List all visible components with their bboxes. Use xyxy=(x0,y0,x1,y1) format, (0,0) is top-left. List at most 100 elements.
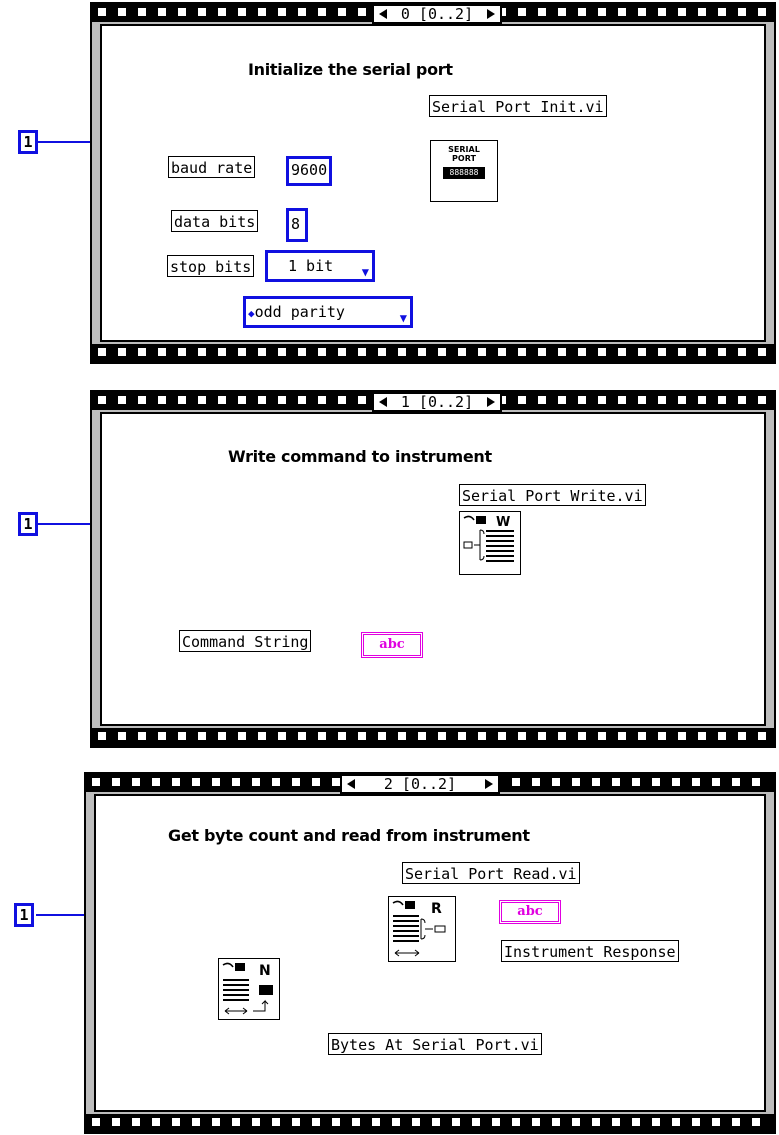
film-hole xyxy=(172,778,180,786)
film-hole xyxy=(278,8,286,16)
film-hole xyxy=(632,1118,640,1126)
film-hole xyxy=(272,1118,280,1126)
film-hole xyxy=(472,1118,480,1126)
serial-port-write-vi[interactable]: W xyxy=(459,511,521,575)
film-hole xyxy=(498,396,506,404)
film-hole xyxy=(98,396,106,404)
film-hole xyxy=(298,396,306,404)
increment-arrow-icon[interactable] xyxy=(483,778,495,790)
numeric-constant[interactable]: 1 xyxy=(18,512,38,536)
film-hole xyxy=(678,348,686,356)
film-hole xyxy=(112,778,120,786)
film-hole xyxy=(198,732,206,740)
film-hole xyxy=(598,8,606,16)
film-hole xyxy=(398,348,406,356)
dropdown-arrow-icon: ▼ xyxy=(399,311,407,325)
film-hole xyxy=(178,732,186,740)
film-hole xyxy=(652,778,660,786)
bytes-vi-icon: N xyxy=(222,962,273,1015)
film-hole xyxy=(338,732,346,740)
sequence-frame-1[interactable]: 1 [0..2] xyxy=(90,390,776,748)
film-hole xyxy=(338,8,346,16)
film-hole xyxy=(758,396,766,404)
command-string-constant[interactable]: abc xyxy=(361,632,423,658)
film-hole xyxy=(478,348,486,356)
frame-selector-label: 1 [0..2] xyxy=(400,393,474,411)
frame-title: Initialize the serial port xyxy=(248,60,453,79)
film-hole xyxy=(338,396,346,404)
film-hole xyxy=(638,348,646,356)
film-hole xyxy=(672,778,680,786)
frame-selector[interactable]: 1 [0..2] xyxy=(372,392,502,412)
film-hole xyxy=(572,778,580,786)
film-hole xyxy=(358,732,366,740)
serial-port-read-vi[interactable]: R xyxy=(388,896,456,962)
film-hole xyxy=(132,778,140,786)
film-hole xyxy=(118,348,126,356)
film-hole xyxy=(458,732,466,740)
film-hole xyxy=(358,396,366,404)
film-hole xyxy=(658,8,666,16)
film-hole xyxy=(178,8,186,16)
film-hole xyxy=(438,732,446,740)
film-hole xyxy=(598,348,606,356)
film-hole xyxy=(658,348,666,356)
film-hole xyxy=(578,8,586,16)
film-hole xyxy=(618,396,626,404)
serial-port-init-vi[interactable]: SERIAL PORT 888888 xyxy=(430,140,498,202)
film-hole xyxy=(732,778,740,786)
film-hole xyxy=(512,1118,520,1126)
command-string-label: Command String xyxy=(179,630,312,652)
baud-rate-label: baud rate xyxy=(168,156,256,178)
baud-rate-constant[interactable]: 9600 xyxy=(286,156,333,186)
film-hole xyxy=(678,732,686,740)
increment-arrow-icon[interactable] xyxy=(485,8,497,20)
film-hole xyxy=(552,778,560,786)
frame-selector[interactable]: 2 [0..2] xyxy=(340,774,500,794)
frame-title: Write command to instrument xyxy=(228,447,492,466)
parity-ring[interactable]: ◆odd parity ▼ xyxy=(243,296,413,328)
svg-text:N: N xyxy=(259,963,271,979)
film-hole xyxy=(318,732,326,740)
film-hole xyxy=(118,8,126,16)
film-hole xyxy=(138,348,146,356)
film-hole xyxy=(398,732,406,740)
frame-selector[interactable]: 0 [0..2] xyxy=(372,4,502,24)
numeric-constant[interactable]: 1 xyxy=(14,903,34,927)
film-hole xyxy=(518,348,526,356)
stop-bits-ring[interactable]: 1 bit ▼ xyxy=(265,250,375,282)
film-hole xyxy=(618,8,626,16)
film-hole xyxy=(258,396,266,404)
decrement-arrow-icon[interactable] xyxy=(377,8,389,20)
film-hole xyxy=(292,1118,300,1126)
film-hole xyxy=(598,396,606,404)
film-hole xyxy=(498,8,506,16)
film-hole xyxy=(258,732,266,740)
film-hole xyxy=(318,8,326,16)
film-hole xyxy=(272,778,280,786)
numeric-constant[interactable]: 1 xyxy=(18,130,38,154)
film-hole xyxy=(298,8,306,16)
film-hole xyxy=(538,732,546,740)
film-hole xyxy=(418,732,426,740)
film-hole xyxy=(218,396,226,404)
data-bits-constant[interactable]: 8 xyxy=(286,208,308,242)
decrement-arrow-icon[interactable] xyxy=(377,396,389,408)
film-hole xyxy=(138,732,146,740)
film-hole xyxy=(538,348,546,356)
film-hole xyxy=(312,778,320,786)
decrement-arrow-icon[interactable] xyxy=(345,778,357,790)
instrument-response-indicator[interactable]: abc xyxy=(499,900,561,924)
film-hole xyxy=(132,1118,140,1126)
bytes-at-serial-port-vi[interactable]: N xyxy=(218,958,280,1020)
increment-arrow-icon[interactable] xyxy=(485,396,497,408)
film-hole xyxy=(252,778,260,786)
film-hole xyxy=(218,8,226,16)
vi-icon-display: 888888 xyxy=(443,167,485,179)
film-hole xyxy=(238,348,246,356)
vi-name-label: Serial Port Read.vi xyxy=(402,862,580,884)
write-vi-icon: W xyxy=(463,515,514,562)
film-hole xyxy=(152,778,160,786)
film-hole xyxy=(178,348,186,356)
film-hole xyxy=(698,348,706,356)
